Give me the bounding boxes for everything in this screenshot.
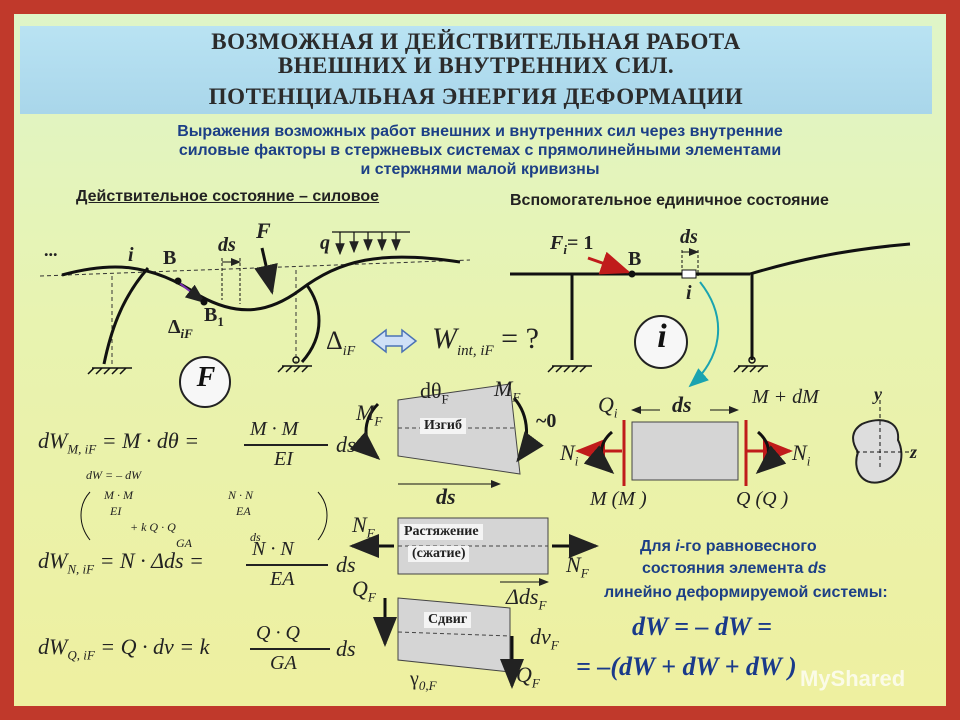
left-state-heading: Действительное состояние – силовое <box>76 188 380 205</box>
formula-bending-num: M · M <box>250 418 299 440</box>
formula-bending: dWM, iF = M · dθ = <box>38 428 200 457</box>
formula-small-4: + k Q · Q <box>130 520 176 534</box>
box-bending-label: Изгиб <box>420 418 466 434</box>
double-arrow <box>370 328 418 354</box>
label-Qi-Qyi: Q (Q ) <box>736 488 789 510</box>
label-dv: dvF <box>530 624 559 653</box>
label-F: F <box>256 218 271 243</box>
label-B1: B1 <box>204 304 224 329</box>
formula-bending-ds: ds <box>336 432 356 457</box>
right-frame <box>510 242 911 360</box>
label-ds-left: ds <box>218 234 236 256</box>
formula-bending-den: EI <box>274 448 293 470</box>
formula-small-2: M · M <box>104 488 133 502</box>
note-line-1: Для i-го равновесного <box>640 538 817 555</box>
note-line-3: линейно деформируемой системы: <box>604 584 888 601</box>
distributed-load-q <box>332 231 410 256</box>
formula-small-5: EI <box>110 504 122 518</box>
fraction-bar-bend <box>244 444 328 446</box>
label-dtheta: dθF <box>420 378 449 407</box>
label-QF-bottom: QF <box>516 662 540 691</box>
formula-axial-den: EA <box>270 568 295 590</box>
axis-y: y <box>874 384 882 404</box>
formula-shear-den: GA <box>270 652 297 674</box>
delta-arrow <box>177 281 206 304</box>
formula-shear-num: Q · Q <box>256 622 300 644</box>
left-frame-deformed <box>61 255 461 365</box>
badge-i: i <box>657 318 667 355</box>
title-line-3: ПОТЕНЦИАЛЬНАЯ ЭНЕРГИЯ ДЕФОРМАЦИИ <box>208 84 744 109</box>
badge-F-circle <box>179 356 231 408</box>
title-line-2: ВНЕШНИХ И ВНУТРЕННИХ СИЛ. <box>277 53 675 78</box>
label-i: i <box>128 244 134 266</box>
final-formula-line-2: = –(dW + dW + dW ) <box>576 652 797 681</box>
formula-small-1: dW = – dW <box>86 468 142 482</box>
final-formula-line-1: dW = – dW = <box>632 612 772 641</box>
box-compression-label: (сжатие) <box>408 546 470 562</box>
note-line-2: состояния элемента ds <box>642 560 827 577</box>
cross-section <box>852 419 903 484</box>
box-tension-label: Растяжение <box>400 524 483 540</box>
link-arrow <box>688 281 720 388</box>
axis-z: z <box>910 442 918 462</box>
badge-i-circle <box>634 315 688 369</box>
box-shear-label: Сдвиг <box>424 612 472 628</box>
label-Mi-dMi: M + dM <box>752 386 819 408</box>
dots-left: ... <box>44 240 58 260</box>
slide-panel <box>14 14 946 706</box>
point-B1 <box>200 298 208 306</box>
label-NF-right: NF <box>566 552 589 581</box>
force-F-arrow <box>254 247 278 295</box>
formula-small-7: GA <box>176 536 192 550</box>
formula-axial-ds: ds <box>336 552 356 577</box>
label-delta-iF: ΔiF <box>168 316 193 341</box>
left-supports <box>87 356 312 375</box>
formula-small-ds: ds <box>250 530 261 544</box>
fraction-bar-shear <box>250 648 330 650</box>
point-B <box>174 277 182 285</box>
subtitle-line-1: Выражения возможных работ внешних и внут… <box>177 123 783 140</box>
left-frame-undeformed <box>39 259 471 366</box>
label-Mi-Mzi: M (M ) <box>590 488 647 510</box>
formula-axial-num: N · N <box>252 538 294 560</box>
formula-small-3: N · N <box>228 488 254 502</box>
label-NF-left: NF <box>352 512 375 541</box>
shear-element <box>397 597 511 673</box>
label-Ni-right: Ni <box>792 440 811 469</box>
fraction-bar-axial <box>246 564 328 566</box>
work-delta: ΔiF <box>326 326 356 360</box>
label-Ni-left: Ni <box>560 440 579 469</box>
formula-axial: dWN, iF = N · Δds = <box>38 548 204 577</box>
label-ds-right: ds <box>680 226 698 248</box>
label-MF-right: MF <box>494 376 521 405</box>
subtitle-line-3: и стержнями малой кривизны <box>360 161 600 178</box>
label-q: q <box>320 232 330 254</box>
label-Fi: Fi= 1 <box>550 232 594 257</box>
label-Qi-top: Qi <box>598 392 618 421</box>
equilibrium-element <box>631 421 739 481</box>
unit-force-arrow <box>587 251 631 275</box>
label-gamma: γ0,F <box>410 668 437 693</box>
label-ds-element: ds <box>672 392 692 417</box>
label-QF-top: QF <box>352 576 376 605</box>
watermark: MyShared <box>800 666 906 691</box>
label-dds: ΔdsF <box>506 584 547 613</box>
subtitle-line-2: силовые факторы в стержневых системах с … <box>178 142 782 159</box>
label-B: B <box>163 247 177 269</box>
work-expression: Wint, iF = ? <box>432 322 539 359</box>
label-B-right: B <box>628 248 642 270</box>
formula-shear-ds: ds <box>336 636 356 661</box>
label-MF-left: MF <box>356 400 383 429</box>
label-ds-bend: ds <box>436 484 456 509</box>
formula-small-6: EA <box>236 504 251 518</box>
label-i-right: i <box>686 282 692 304</box>
formula-shear: dWQ, iF = Q · dv = k <box>38 634 210 663</box>
badge-F: F <box>196 362 216 393</box>
right-state-heading: Вспомогательное единичное состояние <box>510 192 829 209</box>
label-approx-zero: ~0 <box>536 410 557 432</box>
title-band <box>20 26 932 114</box>
title-line-1: ВОЗМОЖНАЯ И ДЕЙСТВИТЕЛЬНАЯ РАБОТА <box>211 29 741 54</box>
